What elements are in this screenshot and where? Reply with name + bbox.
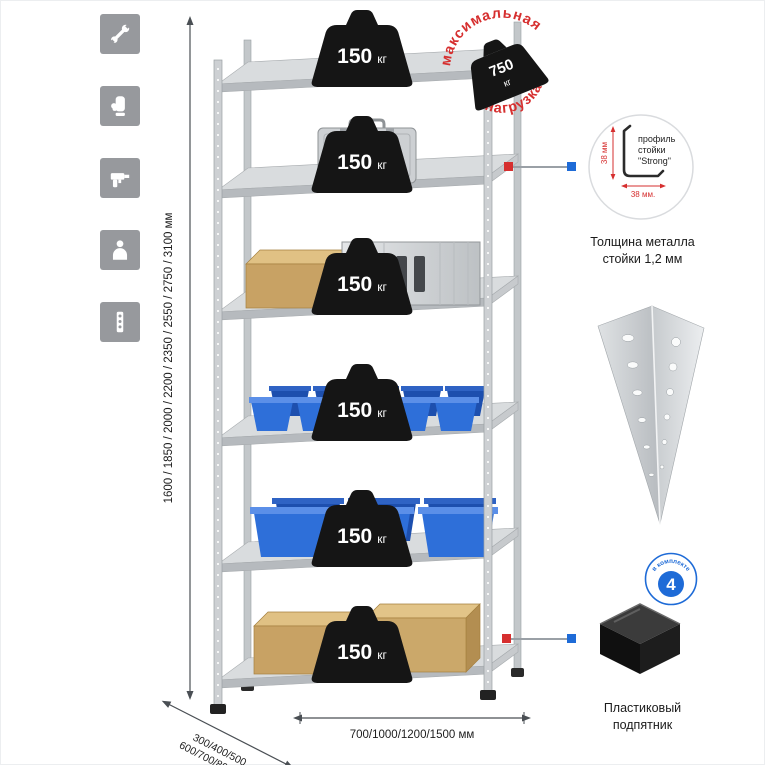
width-dimension: 700/1000/1200/1500 мм — [293, 712, 531, 741]
callout-profile — [504, 162, 576, 171]
depth-dimension-line — [161, 700, 294, 765]
profile-label-2: стойки — [638, 145, 666, 155]
depth-dimension: 300/400/500 600/700/800 мм — [143, 694, 297, 765]
plastic-foot-art — [599, 603, 681, 674]
height-dimension-label: 1600 / 1850 / 2000 / 2200 / 2350 / 2550 … — [163, 213, 175, 504]
callout-foot — [502, 634, 576, 643]
profile-label-3: "Strong" — [638, 156, 671, 166]
callout-red-marker — [504, 162, 513, 171]
quantity-badge-number: 4 — [666, 575, 676, 594]
level-icon — [116, 311, 124, 333]
profile-circle: 38 мм 38 мм. профиль стойки "Strong" — [588, 114, 694, 220]
person-icon-tile — [100, 230, 140, 270]
svg-text:кг: кг — [502, 76, 513, 88]
profile-caption-line1: Толщина металла — [590, 235, 695, 249]
wrench-icon-tile — [100, 14, 140, 54]
profile-caption: Толщина металла стойки 1,2 мм — [570, 234, 715, 267]
profile-label-1: профиль — [638, 134, 676, 144]
quantity-badge: в комплекте 4 — [644, 552, 698, 606]
drill-icon — [110, 173, 130, 188]
person-icon — [112, 240, 128, 260]
max-load-stamp: максимальная нагрузка 750 кг — [436, 2, 551, 126]
perforated-post-art — [597, 305, 705, 525]
callout-blue-marker — [567, 634, 576, 643]
stamp-weight: 750 кг — [470, 39, 549, 111]
perforation-holes — [621, 334, 681, 477]
rear-posts — [241, 21, 524, 691]
glove-icon — [111, 96, 125, 116]
wrench-icon — [109, 23, 131, 45]
height-dimension: 1600 / 1850 / 2000 / 2200 / 2350 / 2550 … — [163, 16, 194, 700]
glove-icon-tile — [100, 86, 140, 126]
drill-icon-tile — [100, 158, 140, 198]
width-dimension-label: 700/1000/1200/1500 мм — [350, 729, 475, 741]
callout-blue-marker — [567, 162, 576, 171]
foot-caption-line2: подпятник — [612, 717, 673, 732]
profile-dim-side: 38 мм — [600, 142, 609, 164]
profile-caption-line2: стойки 1,2 мм — [602, 251, 683, 266]
front-posts — [210, 45, 496, 714]
callout-red-marker — [502, 634, 511, 643]
profile-dim-bottom: 38 мм. — [631, 190, 655, 199]
foot-caption-line1: Пластиковый — [603, 701, 682, 715]
level-icon-tile — [100, 302, 140, 342]
profile-drawing — [622, 124, 665, 178]
foot-caption: Пластиковый подпятник — [570, 700, 715, 733]
